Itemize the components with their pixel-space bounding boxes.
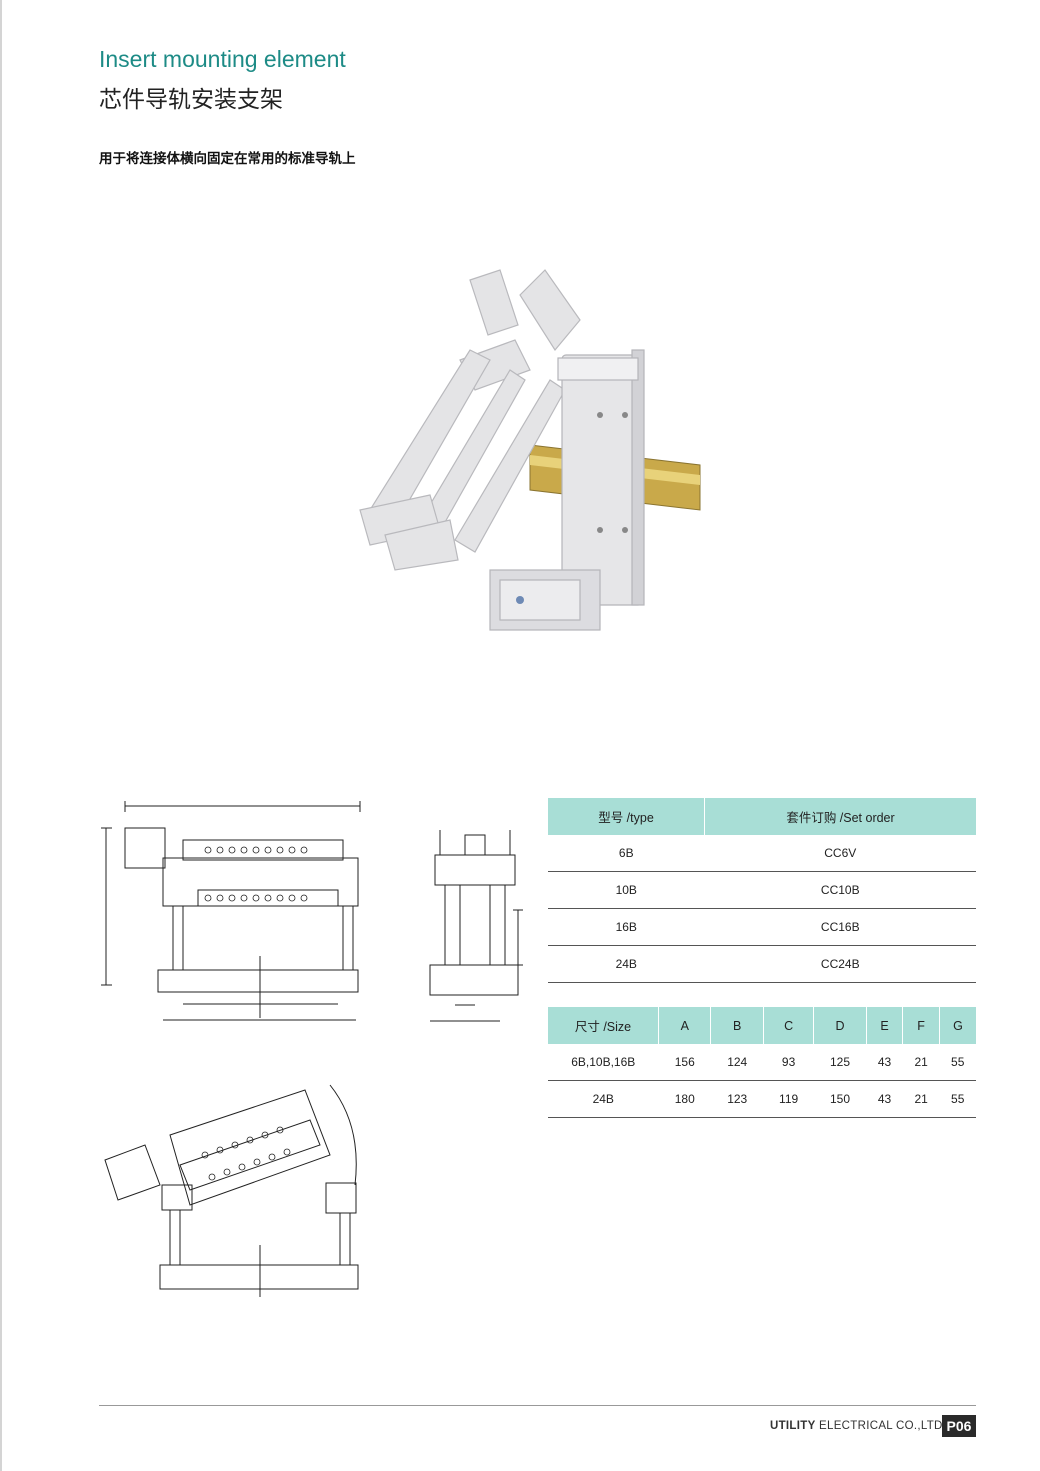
table-row: 24B CC24B <box>548 945 976 983</box>
dim-f-cell: 21 <box>902 1080 940 1118</box>
dim-c-cell: 93 <box>763 1044 814 1081</box>
page-title-chinese: 芯件导轨安装支架 <box>99 87 283 113</box>
size-cell: 24B <box>548 1080 659 1118</box>
table-row: 24B 180 123 119 150 43 21 55 <box>548 1080 976 1118</box>
side-view-drawing <box>420 825 530 1030</box>
set-order-cell: CC16B <box>704 908 976 946</box>
dim-e-cell: 43 <box>866 1044 903 1081</box>
col-header-g: G <box>939 1007 976 1044</box>
col-header-set-order: 套件订购 /Set order <box>704 798 976 835</box>
footer-divider <box>99 1405 976 1406</box>
col-header-type: 型号 /type <box>548 798 705 835</box>
product-photo <box>340 240 720 660</box>
col-header-f: F <box>902 1007 940 1044</box>
opened-view-drawing <box>100 1075 370 1300</box>
col-header-size: 尺寸 /Size <box>548 1007 659 1044</box>
dim-g-cell: 55 <box>939 1080 976 1118</box>
dim-f-cell: 21 <box>902 1044 940 1081</box>
col-header-c: C <box>763 1007 815 1044</box>
table-row: 16B CC16B <box>548 908 976 946</box>
col-header-e: E <box>866 1007 904 1044</box>
page-title-english: Insert mounting element <box>99 46 346 72</box>
size-cell: 6B,10B,16B <box>548 1044 659 1081</box>
type-cell: 16B <box>548 908 705 946</box>
set-order-cell: CC10B <box>704 871 976 909</box>
type-cell: 6B <box>548 835 705 872</box>
page-number-badge: P06 <box>942 1415 976 1437</box>
table-row: 6B,10B,16B 156 124 93 125 43 21 55 <box>548 1044 976 1081</box>
company-brand: UTILITY <box>770 1420 816 1432</box>
col-header-b: B <box>710 1007 764 1044</box>
set-order-cell: CC6V <box>704 835 976 872</box>
dim-g-cell: 55 <box>939 1044 976 1081</box>
dim-e-cell: 43 <box>866 1080 903 1118</box>
front-view-drawing <box>98 798 368 1028</box>
set-order-cell: CC24B <box>704 945 976 983</box>
dim-d-cell: 150 <box>813 1080 867 1118</box>
dim-b-cell: 124 <box>710 1044 764 1081</box>
dim-a-cell: 156 <box>658 1044 711 1081</box>
product-description: 用于将连接体横向固定在常用的标准导轨上 <box>99 151 356 167</box>
table-row: 10B CC10B <box>548 871 976 909</box>
table-row: 6B CC6V <box>548 835 976 872</box>
footer-company-name: UTILITY ELECTRICAL CO.,LTD. <box>770 1420 946 1432</box>
set-order-table: 型号 /type 套件订购 /Set order 6B CC6V 10B CC1… <box>548 798 976 983</box>
dim-a-cell: 180 <box>658 1080 711 1118</box>
dim-d-cell: 125 <box>813 1044 867 1081</box>
dim-c-cell: 119 <box>763 1080 814 1118</box>
company-suffix: ELECTRICAL CO.,LTD. <box>815 1420 947 1432</box>
page-edge-bar <box>0 0 2 1471</box>
size-table: 尺寸 /Size A B C D E F G 6B,10B,16B 156 12… <box>548 1007 976 1118</box>
col-header-a: A <box>658 1007 712 1044</box>
type-cell: 10B <box>548 871 705 909</box>
dim-b-cell: 123 <box>710 1080 764 1118</box>
col-header-d: D <box>813 1007 867 1044</box>
type-cell: 24B <box>548 945 705 983</box>
